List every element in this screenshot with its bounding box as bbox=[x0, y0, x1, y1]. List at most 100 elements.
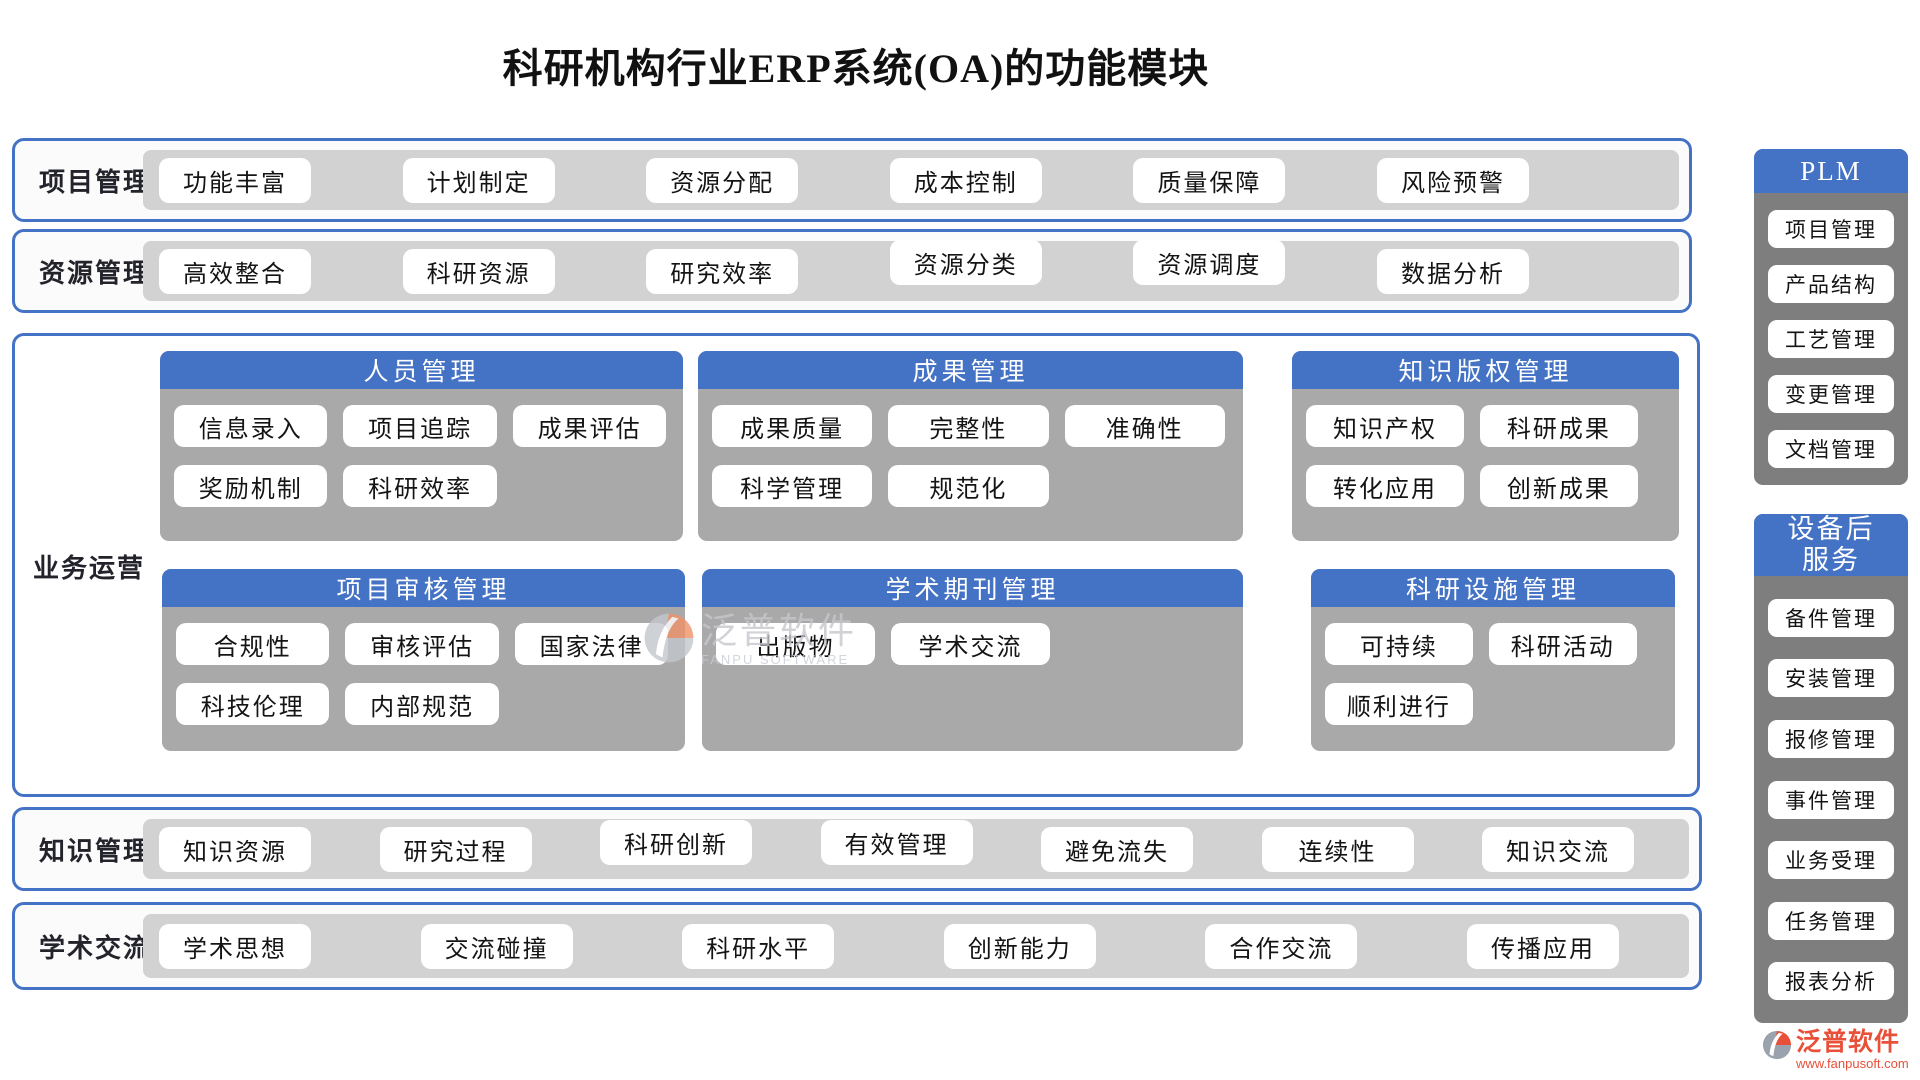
module-chip[interactable]: 科研创新 bbox=[600, 819, 752, 865]
module-chip[interactable]: 任务管理 bbox=[1768, 901, 1894, 940]
module-chip[interactable]: 科研资源 bbox=[402, 248, 555, 294]
module-chip[interactable]: 报表分析 bbox=[1768, 962, 1894, 1001]
module-chip[interactable]: 业务受理 bbox=[1768, 841, 1894, 880]
sidebar-equipment-after-service: 设备后服务 备件管理安装管理报修管理事件管理业务受理任务管理报表分析 bbox=[1754, 514, 1908, 1023]
module-chip[interactable]: 转化应用 bbox=[1306, 465, 1464, 507]
brand-url: www.fanpusoft.com bbox=[1796, 1056, 1909, 1072]
module-chip[interactable]: 审核评估 bbox=[345, 623, 499, 665]
panel-body: 成果质量完整性准确性科学管理规范化 bbox=[698, 389, 1243, 523]
module-chip[interactable]: 科研效率 bbox=[343, 465, 497, 507]
module-chip[interactable]: 知识产权 bbox=[1306, 405, 1464, 447]
module-chip[interactable]: 准确性 bbox=[1064, 405, 1225, 447]
module-chip[interactable]: 知识资源 bbox=[159, 826, 311, 872]
module-chip[interactable]: 传播应用 bbox=[1466, 923, 1619, 969]
module-chip[interactable]: 风险预警 bbox=[1376, 157, 1529, 203]
module-chip[interactable]: 完整性 bbox=[888, 405, 1049, 447]
fanpu-brand: 泛普软件 www.fanpusoft.com bbox=[1762, 1029, 1912, 1072]
module-chip[interactable]: 计划制定 bbox=[402, 157, 555, 203]
module-chip[interactable]: 事件管理 bbox=[1768, 780, 1894, 819]
module-chip[interactable]: 合作交流 bbox=[1205, 923, 1358, 969]
module-chip[interactable]: 成本控制 bbox=[889, 157, 1042, 203]
module-chip[interactable]: 数据分析 bbox=[1376, 248, 1529, 294]
sidebar-plm: PLM 项目管理产品结构工艺管理变更管理文档管理 bbox=[1754, 149, 1908, 485]
module-chip[interactable]: 质量保障 bbox=[1133, 157, 1286, 203]
module-strip: 学术思想 交流碰撞 科研水平 创新能力 合作交流 传播应用 bbox=[143, 914, 1689, 978]
panel-header: 项目审核管理 bbox=[162, 569, 685, 607]
row-label: 知识管理 bbox=[39, 836, 152, 866]
module-chip[interactable]: 成果质量 bbox=[712, 405, 873, 447]
module-chip[interactable]: 可持续 bbox=[1325, 623, 1473, 665]
module-chip[interactable]: 有效管理 bbox=[820, 819, 973, 865]
panel-project-audit-management: 项目审核管理 合规性审核评估国家法律科技伦理内部规范 bbox=[162, 569, 685, 751]
panel-research-facility-management: 科研设施管理 可持续科研活动顺利进行 bbox=[1311, 569, 1675, 751]
row-label: 项目管理 bbox=[39, 167, 152, 197]
module-chip[interactable]: 内部规范 bbox=[345, 683, 499, 725]
panel-body: 出版物学术交流 bbox=[702, 607, 1243, 681]
module-chip[interactable]: 创新成果 bbox=[1479, 465, 1638, 507]
module-chip[interactable]: 研究效率 bbox=[646, 248, 799, 294]
panel-ip-copyright-management: 知识版权管理 知识产权科研成果转化应用创新成果 bbox=[1292, 351, 1679, 541]
panel-body: 知识产权科研成果转化应用创新成果 bbox=[1292, 389, 1679, 523]
module-chip[interactable]: 报修管理 bbox=[1768, 719, 1894, 758]
module-chip[interactable]: 变更管理 bbox=[1768, 375, 1894, 413]
module-chip[interactable]: 合规性 bbox=[176, 623, 330, 665]
row-label: 资源管理 bbox=[39, 258, 152, 288]
panel-header: 科研设施管理 bbox=[1311, 569, 1675, 607]
fanpu-logo-icon bbox=[1762, 1030, 1792, 1065]
module-chip[interactable]: 学术思想 bbox=[159, 923, 311, 969]
panel-academic-journal-management: 学术期刊管理 出版物学术交流 bbox=[702, 569, 1243, 751]
panel-body: 合规性审核评估国家法律科技伦理内部规范 bbox=[162, 607, 685, 741]
module-chip[interactable]: 创新能力 bbox=[943, 923, 1096, 969]
module-chip[interactable]: 避免流失 bbox=[1041, 826, 1193, 872]
module-chip[interactable]: 科技伦理 bbox=[176, 683, 330, 725]
module-chip[interactable]: 国家法律 bbox=[514, 623, 669, 665]
module-chip[interactable]: 资源分类 bbox=[889, 239, 1042, 285]
module-chip[interactable]: 科研水平 bbox=[682, 923, 835, 969]
module-chip[interactable]: 连续性 bbox=[1261, 826, 1414, 872]
module-chip[interactable]: 奖励机制 bbox=[174, 465, 328, 507]
brand-name: 泛普软件 bbox=[1796, 1029, 1901, 1056]
module-chip[interactable]: 备件管理 bbox=[1768, 598, 1894, 637]
module-chip[interactable]: 规范化 bbox=[888, 465, 1049, 507]
module-strip: 知识资源 研究过程 科研创新 有效管理 避免流失 连续性 知识交流 bbox=[143, 819, 1689, 879]
module-chip[interactable]: 资源调度 bbox=[1133, 239, 1286, 285]
module-chip[interactable]: 项目管理 bbox=[1768, 210, 1894, 248]
module-chip[interactable]: 信息录入 bbox=[174, 405, 328, 447]
module-chip[interactable]: 文档管理 bbox=[1768, 430, 1894, 468]
business-operations-section: 业务运营 人员管理 信息录入项目追踪成果评估奖励机制科研效率 成果管理 成果质量… bbox=[12, 333, 1700, 797]
panel-personnel-management: 人员管理 信息录入项目追踪成果评估奖励机制科研效率 bbox=[160, 351, 683, 541]
module-chip[interactable]: 成果评估 bbox=[512, 405, 667, 447]
knowledge-management-row: 知识管理 知识资源 研究过程 科研创新 有效管理 避免流失 连续性 知识交流 bbox=[12, 807, 1702, 891]
page-title: 科研机构行业ERP系统(OA)的功能模块 bbox=[502, 46, 1210, 91]
module-chip[interactable]: 出版物 bbox=[716, 623, 876, 665]
resource-management-row: 资源管理 高效整合 科研资源 研究效率 资源分类 资源调度 数据分析 bbox=[12, 229, 1692, 313]
module-chip[interactable]: 科研成果 bbox=[1479, 405, 1638, 447]
sidebar-title: 设备后服务 bbox=[1787, 513, 1875, 575]
row-label: 学术交流 bbox=[39, 933, 152, 963]
module-chip[interactable]: 研究过程 bbox=[379, 826, 532, 872]
academic-exchange-row: 学术交流 学术思想 交流碰撞 科研水平 创新能力 合作交流 传播应用 bbox=[12, 902, 1702, 990]
module-chip[interactable]: 高效整合 bbox=[159, 248, 311, 294]
module-chip[interactable]: 安装管理 bbox=[1768, 659, 1894, 698]
module-chip[interactable]: 科研活动 bbox=[1488, 623, 1637, 665]
module-strip: 高效整合 科研资源 研究效率 资源分类 资源调度 数据分析 bbox=[143, 239, 1679, 301]
module-chip[interactable]: 工艺管理 bbox=[1768, 320, 1894, 358]
panel-header: 人员管理 bbox=[160, 351, 683, 389]
panel-body: 信息录入项目追踪成果评估奖励机制科研效率 bbox=[160, 389, 683, 523]
sidebar-header: 设备后服务 bbox=[1754, 514, 1908, 576]
module-chip[interactable]: 交流碰撞 bbox=[420, 923, 573, 969]
sidebar-title: PLM bbox=[1800, 155, 1862, 186]
module-chip[interactable]: 功能丰富 bbox=[159, 157, 311, 203]
panel-body: 可持续科研活动顺利进行 bbox=[1311, 607, 1675, 741]
section-label: 业务运营 bbox=[33, 554, 146, 583]
panel-achievement-management: 成果管理 成果质量完整性准确性科学管理规范化 bbox=[698, 351, 1243, 541]
module-chip[interactable]: 科学管理 bbox=[712, 465, 873, 507]
module-chip[interactable]: 学术交流 bbox=[891, 623, 1051, 665]
project-management-row: 项目管理 功能丰富 计划制定 资源分配 成本控制 质量保障 风险预警 bbox=[12, 138, 1692, 222]
module-chip[interactable]: 资源分配 bbox=[646, 157, 799, 203]
module-chip[interactable]: 顺利进行 bbox=[1325, 683, 1473, 725]
module-chip[interactable]: 产品结构 bbox=[1768, 265, 1894, 303]
panel-header: 知识版权管理 bbox=[1292, 351, 1679, 389]
module-chip[interactable]: 知识交流 bbox=[1482, 826, 1634, 872]
module-chip[interactable]: 项目追踪 bbox=[343, 405, 497, 447]
